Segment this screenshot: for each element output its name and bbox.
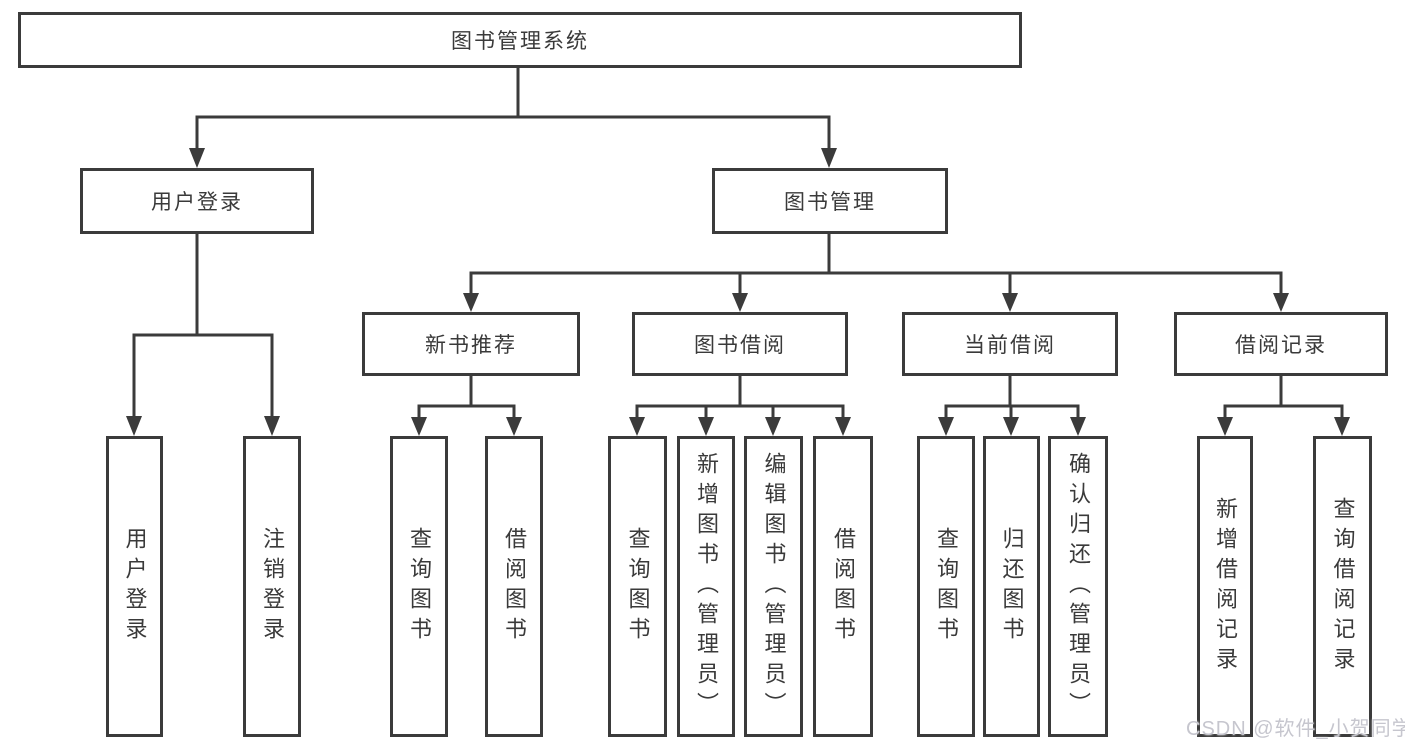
connector-root-to-level2 [189,66,837,168]
node-user-login: 用户登录 [80,168,314,234]
connector-user-login-branch [126,232,280,436]
node-book-borrow: 图书借阅 [632,312,848,376]
leaf-query-books-borrow-label: 查询图书 [625,526,651,647]
leaf-query-books-recommend-label: 查询图书 [407,526,432,647]
leaf-borrow-books-borrow: 借阅图书 [813,436,873,737]
connector-borrow-records-branch [1217,374,1350,436]
connector-current-borrow-branch [938,374,1086,436]
leaf-edit-book-admin-label: 编辑图书（管理员） [761,451,787,722]
node-borrow-records: 借阅记录 [1174,312,1388,376]
node-root-label: 图书管理系统 [451,30,589,53]
leaf-borrow-books-recommend-label: 借阅图书 [502,526,527,647]
node-new-book-recommend: 新书推荐 [362,312,580,376]
leaf-edit-book-admin: 编辑图书（管理员） [744,436,803,737]
leaf-add-book-admin-label: 新增图书（管理员） [694,451,719,722]
node-root: 图书管理系统 [18,12,1022,68]
watermark-text: CSDN @软件_小贺同学 [1186,718,1405,740]
node-user-login-label: 用户登录 [151,191,243,214]
leaf-return-book-label: 归还图书 [999,526,1025,647]
leaf-query-books-current-label: 查询图书 [934,526,959,647]
leaf-add-borrow-record-label: 新增借阅记录 [1213,496,1238,677]
leaf-borrow-books-recommend: 借阅图书 [485,436,543,737]
leaf-query-books-current: 查询图书 [917,436,975,737]
node-borrow-records-label: 借阅记录 [1235,334,1327,357]
node-current-borrow-label: 当前借阅 [964,334,1056,357]
node-book-borrow-label: 图书借阅 [694,334,786,357]
node-new-book-recommend-label: 新书推荐 [425,334,517,357]
leaf-confirm-return-admin: 确认归还（管理员） [1048,436,1108,737]
node-current-borrow: 当前借阅 [902,312,1118,376]
connector-book-borrow-branch [629,374,851,436]
leaf-add-book-admin: 新增图书（管理员） [677,436,735,737]
leaf-query-borrow-record: 查询借阅记录 [1313,436,1372,737]
node-book-management-label: 图书管理 [784,191,876,214]
leaf-logout: 注销登录 [243,436,301,737]
leaf-user-login: 用户登录 [106,436,163,737]
leaf-return-book: 归还图书 [983,436,1040,737]
leaf-confirm-return-admin-label: 确认归还（管理员） [1066,451,1091,722]
connector-book-management-branch [463,232,1289,312]
leaf-borrow-books-borrow-label: 借阅图书 [831,526,856,647]
leaf-query-books-recommend: 查询图书 [390,436,448,737]
connector-new-book-recommend-branch [411,374,522,436]
leaf-query-books-borrow: 查询图书 [608,436,667,737]
node-book-management: 图书管理 [712,168,948,234]
leaf-add-borrow-record: 新增借阅记录 [1197,436,1253,737]
leaf-logout-label: 注销登录 [260,526,285,647]
leaf-query-borrow-record-label: 查询借阅记录 [1330,496,1356,677]
leaf-user-login-label: 用户登录 [122,526,148,647]
